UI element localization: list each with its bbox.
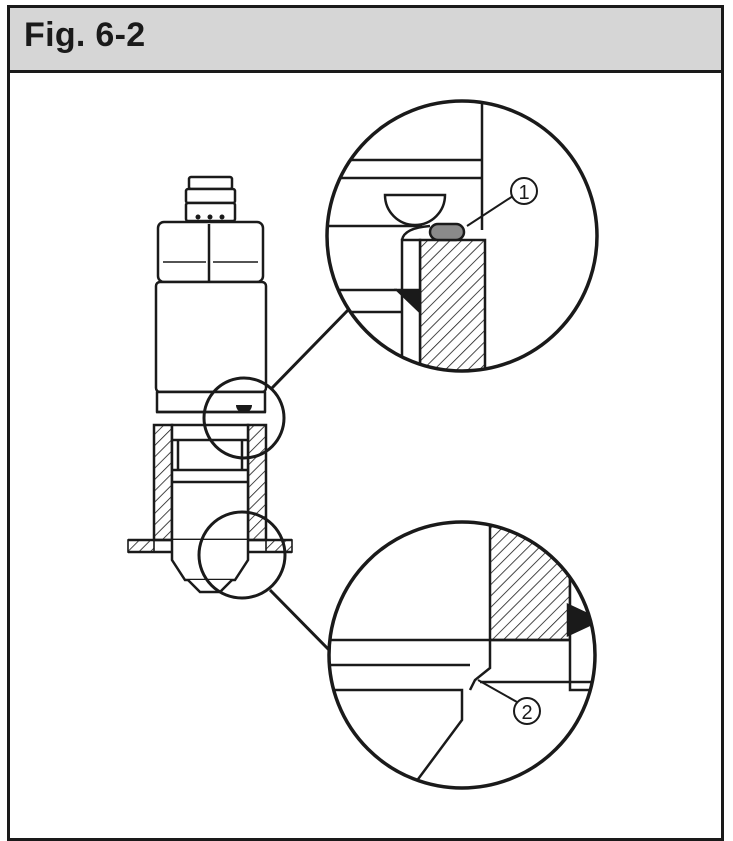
leader-line-top (270, 306, 352, 390)
detail-marker-top (202, 376, 286, 460)
callout-2: 2 (477, 679, 541, 725)
detail-marker-bottom (197, 510, 287, 600)
detail-view-bottom (327, 520, 597, 790)
technical-drawing: 1 2 (127, 99, 599, 790)
adapter-section (127, 423, 293, 594)
callout-1-label: 1 (518, 182, 529, 204)
callout-2-label: 2 (521, 702, 532, 724)
figure-header: Fig. 6-2 (10, 8, 721, 73)
callout-1: 1 (466, 177, 538, 227)
sensor-body (154, 175, 268, 414)
figure-title: Fig. 6-2 (24, 16, 146, 54)
leader-line-bottom (268, 588, 336, 657)
detail-view-top (325, 99, 599, 373)
